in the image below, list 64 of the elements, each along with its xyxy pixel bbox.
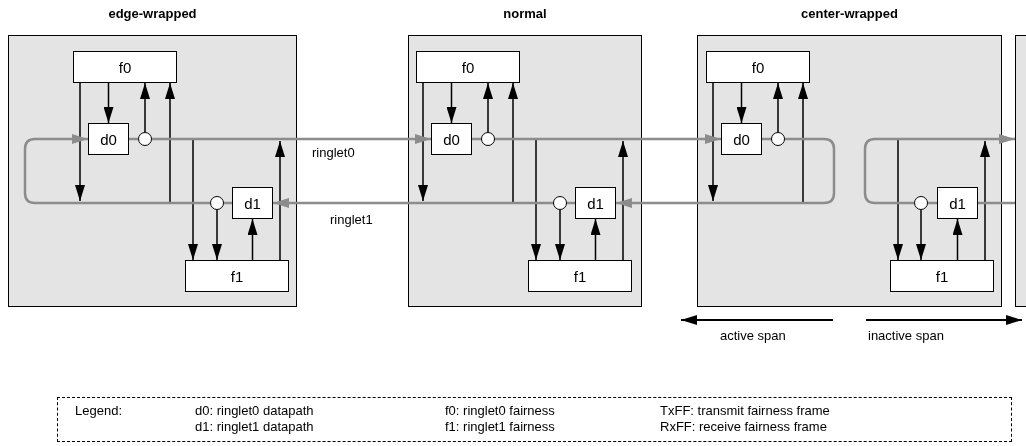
arrow [140,82,150,133]
arrow [247,218,258,261]
arrow [980,140,990,261]
arrow [773,82,783,133]
function-box: f1 [890,260,994,292]
legend-entry: d0: ringlet0 datapath [195,403,314,418]
ring-line [928,201,937,205]
function-box: f0 [73,51,177,83]
station-title: normal [502,6,548,21]
arrow [736,82,747,124]
arrow [555,209,565,261]
function-box: d0 [431,123,472,155]
function-box: f1 [528,260,632,292]
function-box: f1 [185,260,289,292]
station-title: center-wrapped [800,6,899,21]
legend-entry: d1: ringlet1 datapath [195,419,314,434]
arrow [508,82,518,204]
ring-line [472,137,481,141]
arrow [616,137,836,208]
ring-line [762,137,771,141]
arrow [165,82,175,204]
arrow [273,198,553,208]
function-box: d0 [88,123,129,155]
arrow [531,138,541,261]
arrow [446,82,457,124]
ring-line [567,201,575,205]
arrow [103,82,114,124]
arrow [893,138,903,261]
arrow [916,209,926,261]
arrow [418,82,428,202]
span-label: active span [720,328,786,343]
ring-line [224,201,232,205]
legend-entry: f0: ringlet0 fairness [445,403,555,418]
edge-label: ringlet1 [330,212,373,227]
arrow [188,138,198,261]
arrow [23,134,210,205]
legend-entry: TxFF: transmit fairness frame [660,403,830,418]
legend-entry: f1: ringlet1 fairness [445,419,555,434]
arrow [75,82,85,202]
arrow [212,209,222,261]
legend-entry: RxFF: receive fairness frame [660,419,827,434]
station-panel [1015,35,1026,307]
arrow [952,218,963,261]
legend-title: Legend: [75,403,122,418]
span-label: inactive span [868,328,944,343]
function-box: d1 [232,187,273,219]
arrow [152,134,431,144]
function-box: f0 [416,51,520,83]
arrow [798,82,808,204]
arrow [590,218,601,261]
arrow [483,82,493,133]
arrow [495,134,721,144]
arrow [863,134,1015,205]
function-box: f0 [706,51,810,83]
arrow [618,140,628,261]
arrow [275,140,285,261]
function-box: d1 [937,187,978,219]
function-box: d0 [721,123,762,155]
ring-line [978,201,1015,205]
station-title: edge-wrapped [107,6,198,21]
ring-line [129,137,138,141]
edge-label: ringlet0 [312,145,355,160]
function-box: d1 [575,187,616,219]
arrow [708,82,718,202]
